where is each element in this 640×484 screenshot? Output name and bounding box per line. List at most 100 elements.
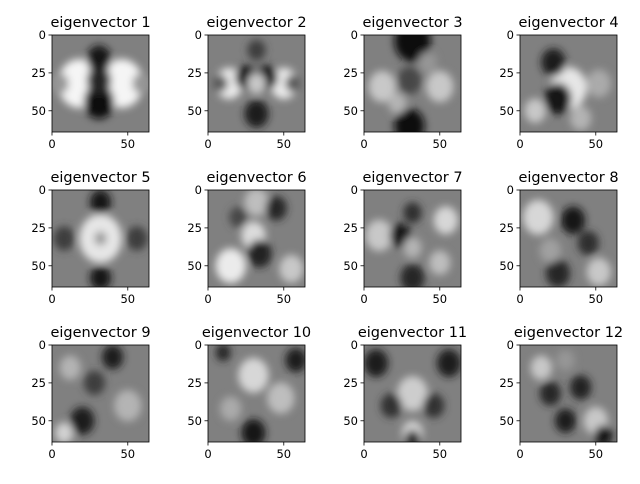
eigenvector-image [364, 35, 461, 132]
image-intensity-region [132, 73, 149, 94]
y-tick-label: 25 [499, 376, 514, 390]
axes-frame [51, 34, 150, 133]
y-tick-label: 25 [499, 66, 514, 80]
subplot-title: eigenvector 2 [206, 15, 306, 31]
image-intensity-region [86, 45, 112, 74]
image-intensity-region [397, 66, 422, 95]
image-intensity-region [244, 99, 269, 128]
eigenvector-image [520, 35, 617, 132]
x-tick-label: 50 [588, 292, 603, 306]
y-tick-label: 50 [31, 414, 46, 428]
axes-frame [519, 189, 618, 288]
y-tick-label: 25 [343, 376, 358, 390]
y-tick-label: 0 [351, 183, 358, 197]
subplot-title: eigenvector 9 [50, 325, 150, 341]
subplot-title: eigenvector 5 [50, 170, 150, 186]
image-intensity-region [404, 430, 421, 442]
image-intensity-region [52, 73, 69, 94]
axes-frame [363, 344, 462, 443]
image-intensity-region [436, 349, 461, 378]
image-intensity-region [229, 206, 248, 228]
image-intensity-region [380, 393, 402, 418]
image-intensity-region [433, 206, 458, 235]
x-tick-label: 50 [120, 292, 135, 306]
y-tick-label: 25 [31, 66, 46, 80]
x-tick-label: 0 [516, 292, 523, 306]
image-intensity-region [429, 250, 451, 275]
x-tick-label: 0 [48, 292, 55, 306]
x-tick-label: 0 [48, 137, 55, 151]
y-tick-label: 0 [351, 338, 358, 352]
axes-frame [363, 189, 462, 288]
x-tick-label: 0 [204, 447, 211, 461]
y-tick-label: 0 [39, 338, 46, 352]
y-tick-label: 25 [31, 376, 46, 390]
image-intensity-region [418, 51, 437, 73]
axes-frame [207, 189, 306, 288]
x-tick-label: 50 [432, 137, 447, 151]
y-tick-label: 0 [195, 28, 202, 42]
axes-frame [51, 344, 150, 443]
image-intensity-region [400, 263, 425, 287]
y-tick-label: 0 [39, 183, 46, 197]
image-intensity-region [544, 82, 572, 115]
image-intensity-region [247, 239, 272, 268]
image-intensity-region [267, 382, 295, 414]
image-intensity-region [83, 84, 115, 120]
y-tick-label: 50 [187, 104, 202, 118]
image-intensity-region [523, 199, 554, 235]
y-tick-label: 50 [499, 414, 514, 428]
eigenvector-image [364, 190, 461, 287]
image-intensity-region [554, 408, 577, 433]
y-tick-label: 25 [187, 221, 202, 235]
image-intensity-region [365, 219, 393, 252]
x-tick-label: 50 [120, 137, 135, 151]
y-tick-label: 25 [343, 221, 358, 235]
x-tick-label: 0 [48, 447, 55, 461]
image-intensity-region [247, 39, 266, 61]
axes-frame [51, 189, 150, 288]
image-intensity-region [541, 48, 566, 77]
y-tick-label: 0 [507, 338, 514, 352]
y-tick-label: 50 [343, 104, 358, 118]
y-tick-label: 0 [351, 28, 358, 42]
axes-frame [363, 34, 462, 133]
eigenvector-image [52, 190, 149, 287]
y-tick-label: 25 [187, 376, 202, 390]
image-intensity-region [570, 375, 592, 400]
subplot-title: eigenvector 11 [358, 325, 467, 341]
image-intensity-region [403, 202, 422, 224]
eigenvector-image [208, 190, 305, 287]
image-intensity-region [220, 396, 242, 421]
image-intensity-region [279, 254, 304, 283]
image-intensity-region [53, 226, 75, 251]
image-intensity-region [539, 381, 561, 406]
y-tick-label: 0 [507, 28, 514, 42]
image-intensity-region [89, 190, 112, 215]
x-tick-label: 0 [204, 292, 211, 306]
subplot-title: eigenvector 7 [362, 170, 462, 186]
y-tick-label: 0 [195, 183, 202, 197]
x-tick-label: 50 [276, 447, 291, 461]
eigenvector-image [364, 345, 461, 442]
image-intensity-region [530, 355, 552, 380]
image-intensity-region [394, 108, 425, 132]
image-intensity-region [265, 195, 287, 221]
image-intensity-region [215, 345, 231, 362]
x-tick-label: 0 [360, 292, 367, 306]
x-tick-label: 50 [432, 447, 447, 461]
x-tick-label: 0 [516, 447, 523, 461]
image-intensity-region [126, 226, 148, 251]
x-tick-label: 50 [276, 137, 291, 151]
subplot-title: eigenvector 1 [50, 15, 150, 31]
image-intensity-region [403, 237, 422, 259]
x-tick-label: 0 [204, 137, 211, 151]
image-intensity-region [539, 238, 561, 263]
